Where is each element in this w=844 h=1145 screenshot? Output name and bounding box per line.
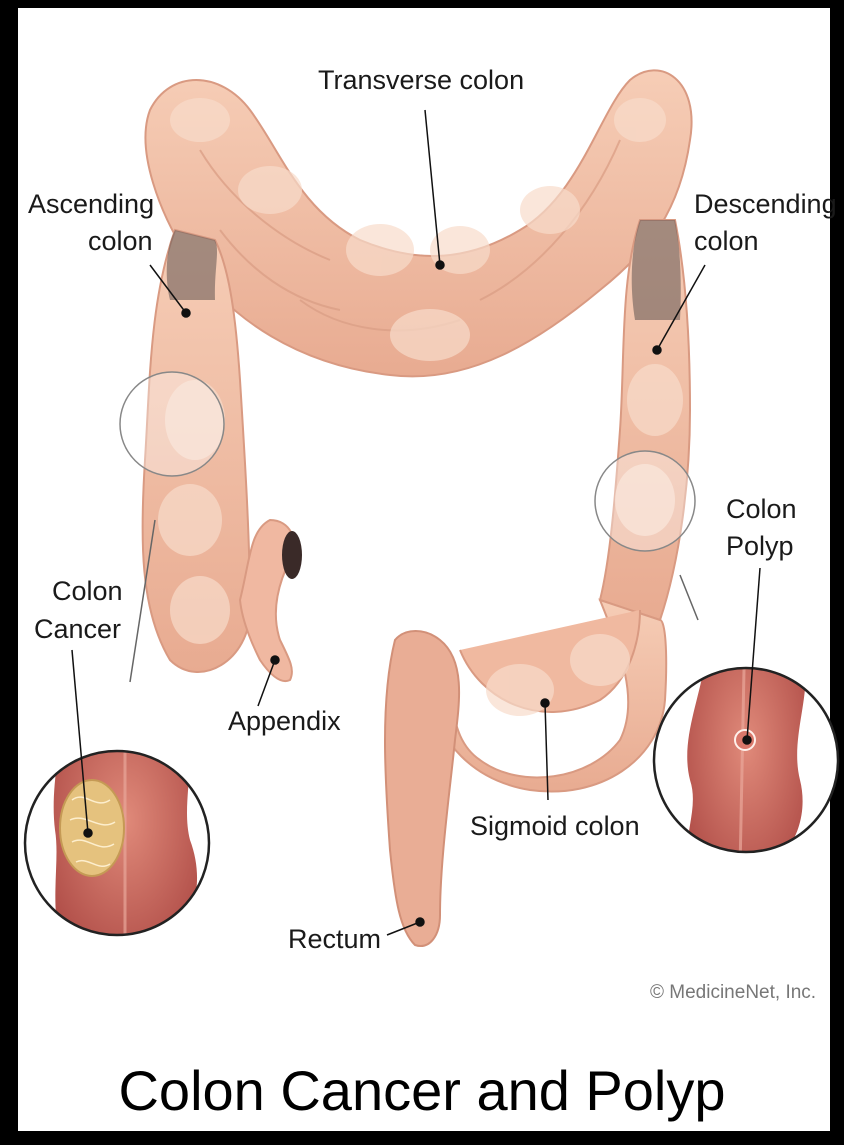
tumor — [60, 780, 124, 876]
polyp-zoom-connector — [680, 575, 698, 620]
label-sigmoid-colon: Sigmoid colon — [470, 811, 640, 841]
label-appendix: Appendix — [228, 706, 341, 736]
polyp-zoom-marker — [595, 451, 695, 551]
label-transverse-colon: Transverse colon — [318, 65, 524, 95]
polyp-pointer-dot — [743, 736, 751, 744]
label-descending-line2: colon — [694, 226, 759, 256]
sigmoid-pointer-dot — [541, 699, 549, 707]
label-rectum: Rectum — [288, 924, 381, 954]
rectum-shape — [385, 631, 459, 946]
label-descending-line1: Descending — [694, 189, 837, 219]
label-ascending-line2: colon — [88, 226, 153, 256]
cancer-zoom-marker — [120, 372, 224, 476]
transverse-pointer-dot — [436, 261, 444, 269]
label-ascending-line1: Ascending — [28, 189, 154, 219]
cancer-pointer-dot — [84, 829, 92, 837]
copyright-notice: © MedicineNet, Inc. — [650, 982, 816, 1003]
descending-pointer-dot — [653, 346, 661, 354]
ascending-pointer-dot — [182, 309, 190, 317]
appendix-pointer-dot — [271, 656, 279, 664]
label-polyp-line1: Colon — [726, 494, 797, 524]
label-polyp-line2: Polyp — [726, 531, 794, 561]
rectum-pointer-dot — [416, 918, 424, 926]
cancer-inset — [20, 700, 220, 940]
label-cancer-line1: Colon — [52, 576, 123, 606]
label-cancer-line2: Cancer — [34, 614, 121, 644]
figure-title: Colon Cancer and Polyp — [118, 1059, 725, 1122]
